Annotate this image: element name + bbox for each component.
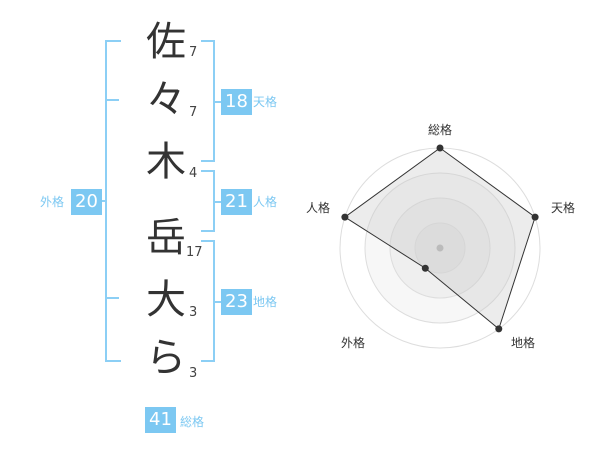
chikaku-connector <box>215 301 221 303</box>
tenkaku-bracket <box>201 40 215 162</box>
radar-axis-label-tenkaku: 天格 <box>551 201 576 215</box>
radar-axis-label-jinkaku: 人格 <box>306 201 331 215</box>
stroke-count-5: 3 <box>189 305 198 320</box>
radar-axis-label-chikaku: 地格 <box>511 336 536 350</box>
name-char-3: 木 <box>146 139 186 185</box>
chikaku-label: 地格 <box>253 295 278 309</box>
tenkaku-value: 18 <box>221 89 252 115</box>
stroke-count-3: 4 <box>189 166 198 181</box>
radar-point-5 <box>341 213 349 221</box>
gaikaku-label: 外格 <box>40 195 65 209</box>
stroke-count-4: 17 <box>186 245 203 260</box>
gaikaku-value: 20 <box>71 189 102 215</box>
jinkaku-label: 人格 <box>253 195 278 209</box>
name-char-1: 佐 <box>146 19 186 65</box>
radar-point-4 <box>421 264 429 272</box>
radar-point-3 <box>495 325 503 333</box>
jinkaku-value: 21 <box>221 189 252 215</box>
name-char-4: 岳 <box>146 215 186 261</box>
gaikaku-tick-2 <box>105 297 119 299</box>
gaikaku-bracket <box>105 40 121 362</box>
jinkaku-bracket <box>201 170 215 232</box>
tenkaku-label: 天格 <box>253 95 278 109</box>
radar-polygon <box>344 147 536 330</box>
radar-center-dot <box>436 244 444 252</box>
radar-point-2 <box>531 213 539 221</box>
radar-point-1 <box>436 144 444 152</box>
name-char-6: ら <box>146 335 186 381</box>
name-char-2: 々 <box>146 77 186 123</box>
radar-axis-label-soukaku: 総格 <box>428 123 453 137</box>
gaikaku-tick-1 <box>105 99 119 101</box>
stroke-count-2: 7 <box>189 105 198 120</box>
chikaku-bracket <box>201 240 215 362</box>
soukaku-label: 総格 <box>180 415 205 429</box>
radar-axis-label-gaikaku: 外格 <box>341 336 366 350</box>
stroke-count-1: 7 <box>189 45 198 60</box>
gaikaku-connector <box>99 200 105 202</box>
chikaku-value: 23 <box>221 289 252 315</box>
soukaku-value: 41 <box>145 407 176 433</box>
stroke-count-6: 3 <box>189 366 198 381</box>
tenkaku-connector <box>215 101 221 103</box>
jinkaku-connector <box>215 201 221 203</box>
name-char-5: 大 <box>146 277 186 323</box>
